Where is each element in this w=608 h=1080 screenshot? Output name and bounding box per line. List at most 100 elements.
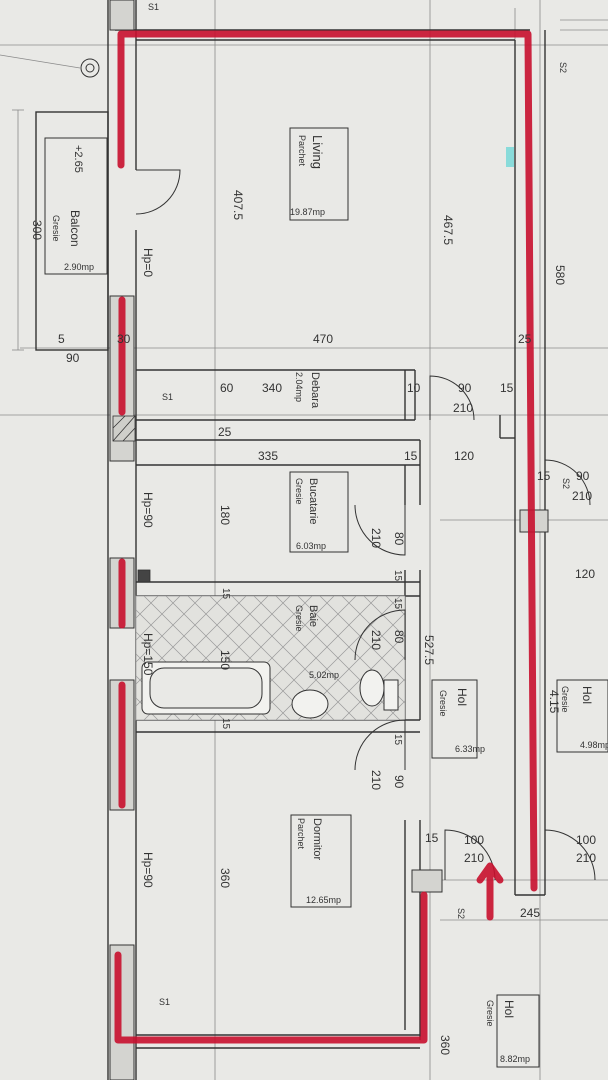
dim-120-b: 120 [575, 567, 595, 581]
room-balcon-level: +2.65 [72, 145, 84, 173]
dim-120-a: 120 [454, 449, 474, 463]
dim-210-d: 210 [464, 851, 484, 865]
hp-150: Hp=150 [141, 633, 155, 676]
dim-210-right: 210 [572, 489, 592, 503]
room-living-floor: Parchet [297, 135, 307, 167]
room-hol3-area: 8.82mp [500, 1054, 530, 1064]
dim-4-15: 4.15 [547, 690, 561, 714]
dim-100-b: 100 [576, 833, 596, 847]
column-hatch [112, 415, 151, 583]
room-baie-floor: Gresie [294, 605, 304, 632]
dimension-labels: 300 407.5 467.5 580 5 30 470 25 90 60 34… [30, 190, 596, 1055]
room-texts: Living Parchet 19.87mp +2.65 Balcon Gres… [51, 135, 608, 1064]
dim-210-door1: 210 [453, 401, 473, 415]
dim-15-j: 15 [425, 831, 439, 845]
room-dormitor-area: 12.65mp [306, 895, 341, 905]
dim-580: 580 [553, 265, 567, 285]
room-living-name: Living [310, 135, 325, 169]
dim-360: 360 [218, 868, 232, 888]
room-debara-area: 2.04mp [294, 372, 304, 402]
dim-407-5: 407.5 [231, 190, 245, 220]
dim-15-c: 15 [537, 469, 551, 483]
room-living-area: 19.87mp [290, 207, 325, 217]
tile-line [136, 596, 159, 619]
room-dormitor-name: Dormitor [311, 818, 323, 861]
dim-30: 30 [117, 332, 131, 346]
symbol-s1-b: S1 [159, 997, 170, 1007]
dim-150: 150 [218, 650, 232, 670]
dim-245: 245 [520, 906, 540, 920]
symbol-s1-a: S1 [162, 392, 173, 402]
dim-15-a: 15 [500, 381, 514, 395]
room-hol2-name: Hol [580, 686, 594, 704]
dim-210-e: 210 [576, 851, 596, 865]
symbol-s2-a: S2 [558, 62, 568, 73]
tile-line [363, 596, 405, 638]
room-debara-name: Debara [309, 372, 321, 409]
tile-line [136, 596, 181, 641]
dim-210-a: 210 [369, 528, 383, 548]
dim-335: 335 [258, 449, 278, 463]
dim-5: 5 [58, 332, 65, 346]
hp-90-b: Hp=90 [141, 852, 155, 888]
tile-line [136, 697, 159, 720]
toilet-icon [359, 669, 385, 707]
dim-340: 340 [262, 381, 282, 395]
door-debara-icon [429, 375, 475, 421]
room-hol2-floor: Gresie [560, 686, 570, 713]
room-hol1-area: 6.33mp [455, 744, 485, 754]
room-dormitor-floor: Parchet [296, 818, 306, 850]
room-hol3-floor: Gresie [485, 1000, 495, 1027]
dim-15-h: 15 [392, 734, 403, 746]
room-bucatarie-name: Bucatarie [307, 478, 319, 524]
dim-527-5: 527.5 [422, 635, 436, 665]
dim-467-5: 467.5 [441, 215, 455, 245]
dim-100-a: 100 [464, 833, 484, 847]
room-balcon-name: Balcon [68, 210, 82, 247]
room-hol1-name: Hol [455, 688, 469, 706]
tile-line [136, 596, 203, 663]
symbol-s1-c: S1 [148, 2, 159, 12]
dim-60: 60 [220, 381, 234, 395]
tile-line [319, 634, 405, 720]
red-marker-path [114, 30, 538, 1044]
symbol-s2-b: S2 [561, 478, 571, 489]
dim-15-g: 15 [220, 718, 231, 730]
door-right-top-icon [544, 459, 591, 506]
room-baie-name: Baie [307, 605, 319, 627]
hp-0: Hp=0 [141, 248, 155, 277]
dim-90-left: 90 [66, 351, 80, 365]
door-hol-right-icon [544, 829, 596, 881]
dim-15-e: 15 [220, 588, 231, 600]
dim-25-mid: 25 [218, 425, 232, 439]
dim-25-top: 25 [518, 332, 532, 346]
tile-line [136, 596, 225, 685]
room-frames [44, 127, 608, 1068]
sink-icon [291, 689, 329, 719]
sill-height-labels: Hp=0 Hp=90 Hp=150 Hp=90 [141, 248, 155, 888]
room-hol2-area: 4.98mp [580, 740, 608, 750]
dim-90-right: 90 [576, 469, 590, 483]
door-kitchen-icon [354, 504, 406, 556]
bathroom-fixtures [141, 661, 399, 719]
dim-15-d: 15 [392, 570, 403, 582]
dim-10: 10 [407, 381, 421, 395]
marker-artifact [506, 147, 514, 167]
dim-210-c: 210 [369, 770, 383, 790]
room-baie-area: 5.02mp [309, 670, 339, 680]
dim-300: 300 [30, 220, 44, 240]
room-bucatarie-floor: Gresie [294, 478, 304, 505]
hp-90-a: Hp=90 [141, 492, 155, 528]
tile-line [253, 596, 379, 720]
drain-icon [80, 58, 100, 78]
dim-210-b: 210 [369, 630, 383, 650]
dim-15-f: 15 [392, 598, 403, 610]
dim-360-b: 360 [438, 1035, 452, 1055]
room-hol1-floor: Gresie [438, 690, 448, 717]
dim-80-a: 80 [392, 532, 406, 546]
door-bath-icon [354, 609, 406, 661]
dim-90-c: 90 [392, 775, 406, 789]
